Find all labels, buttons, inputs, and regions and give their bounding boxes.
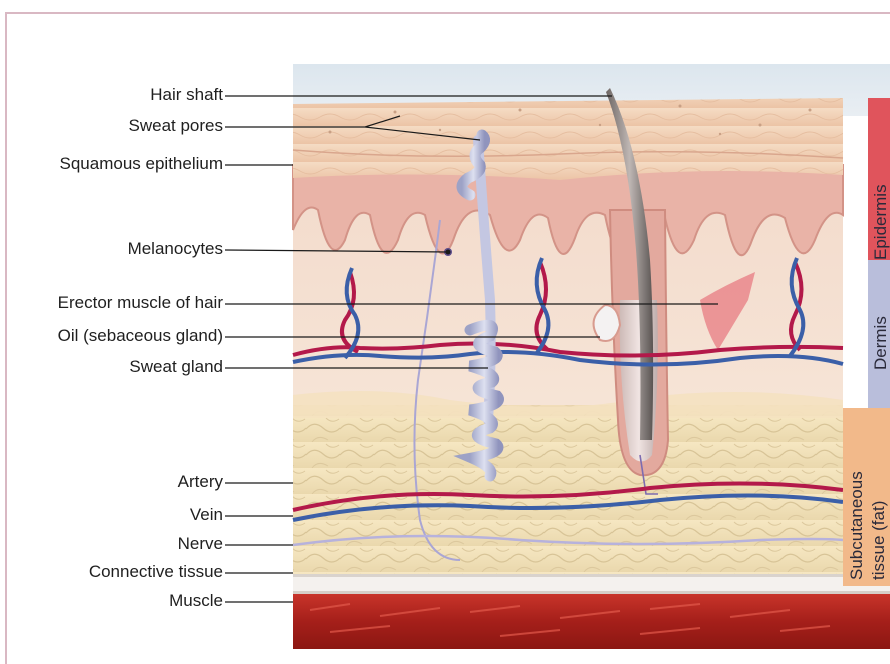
subcutaneous-fat xyxy=(293,400,843,580)
subcutaneous-label-1: Subcutaneous xyxy=(847,471,866,580)
epidermis-label: Epidermis xyxy=(871,184,890,260)
muscle-layer xyxy=(293,594,890,649)
skin-surface xyxy=(293,98,843,180)
dermis-label: Dermis xyxy=(871,316,890,370)
subcutaneous-label-2: tissue (fat) xyxy=(869,501,888,580)
